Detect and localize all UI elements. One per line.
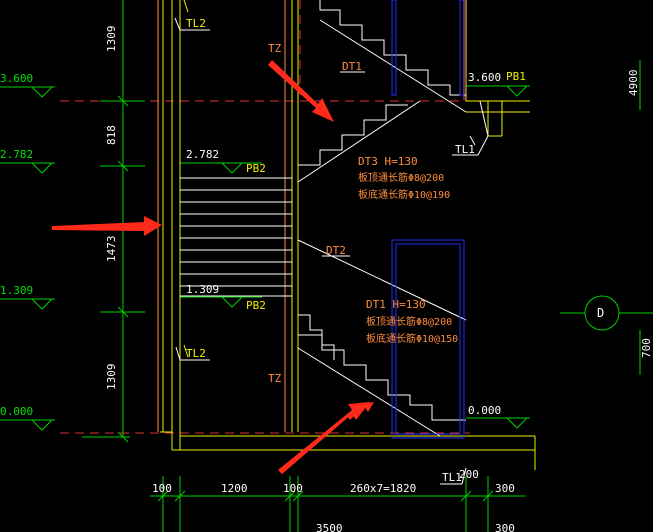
tag-tz-top: TZ — [268, 42, 282, 55]
dim-v-1309-bottom: 1309 — [105, 364, 118, 391]
dt1-title: DT1 H=130 — [366, 298, 426, 311]
vertical-dimension-text: 1309 818 1473 1309 4900 700 — [105, 26, 653, 391]
level-2782-landing: 2.782 — [186, 148, 219, 161]
dt1-bottom-rebar: 板底通长筋Φ10@150 — [366, 332, 458, 345]
dim-v-1309-top: 1309 — [105, 26, 118, 53]
level-0000-left: 0.000 — [0, 405, 33, 418]
red-arrows — [52, 60, 374, 474]
level-3600-left: 3.600 — [0, 72, 33, 85]
level-0000-right: 0.000 — [468, 404, 501, 417]
tag-tl2-top: TL2 — [186, 17, 206, 30]
leader-lines — [174, 17, 489, 485]
dim-h-200: 200 — [459, 468, 479, 481]
tag-tl2-bottom: TL2 — [186, 347, 206, 360]
dt3-top-rebar: 板顶通长筋Φ8@200 — [358, 171, 444, 184]
tag-dt2: DT2 — [326, 244, 346, 257]
dim-h-3500: 3500 — [316, 522, 343, 532]
dim-v-818: 818 — [105, 125, 118, 145]
red-dashed-lines — [60, 0, 470, 434]
dim-v-4900: 4900 — [627, 70, 640, 97]
tag-tl1-bottom: TL1 — [442, 471, 462, 484]
tag-pb2-top: PB2 — [246, 162, 266, 175]
level-1309-left: 1.309 — [0, 284, 33, 297]
tag-pb1: PB1 — [506, 70, 526, 83]
level-2782-left: 2.782 — [0, 148, 33, 161]
level-1309-landing: 1.309 — [186, 283, 219, 296]
dt3-bottom-rebar: 板底通长筋Φ10@190 — [358, 188, 450, 201]
blue-openings — [391, 0, 465, 439]
axis-d-label: D — [597, 306, 604, 320]
level-3600-right: 3.600 — [468, 71, 501, 84]
text-labels: 3.600 2.782 1.309 0.000 2.782 1.309 3.60… — [0, 17, 604, 532]
dim-h-300-b: 300 — [495, 522, 515, 532]
arrow-bottom-long — [278, 402, 370, 474]
arrow-left — [52, 216, 162, 236]
dim-v-1473: 1473 — [105, 236, 118, 263]
dim-h-steps: 260x7=1820 — [350, 482, 416, 495]
dim-h-100-b: 100 — [283, 482, 303, 495]
dt3-title: DT3 H=130 — [358, 155, 418, 168]
tag-tl1-mid: TL1 — [455, 143, 475, 156]
stair-flights — [180, 0, 489, 437]
yellow-structure — [160, 0, 536, 470]
dim-h-1200: 1200 — [221, 482, 248, 495]
tag-dt1-top: DT1 — [342, 60, 362, 73]
dim-h-100-a: 100 — [152, 482, 172, 495]
dim-h-300-a: 300 — [495, 482, 515, 495]
orange-lines — [157, 0, 286, 432]
dt1-top-rebar: 板顶通长筋Φ8@200 — [366, 315, 452, 328]
dim-v-700: 700 — [640, 338, 653, 358]
tag-pb2-bottom: PB2 — [246, 299, 266, 312]
arrow-top — [268, 60, 334, 122]
tag-tz-bottom: TZ — [268, 372, 282, 385]
